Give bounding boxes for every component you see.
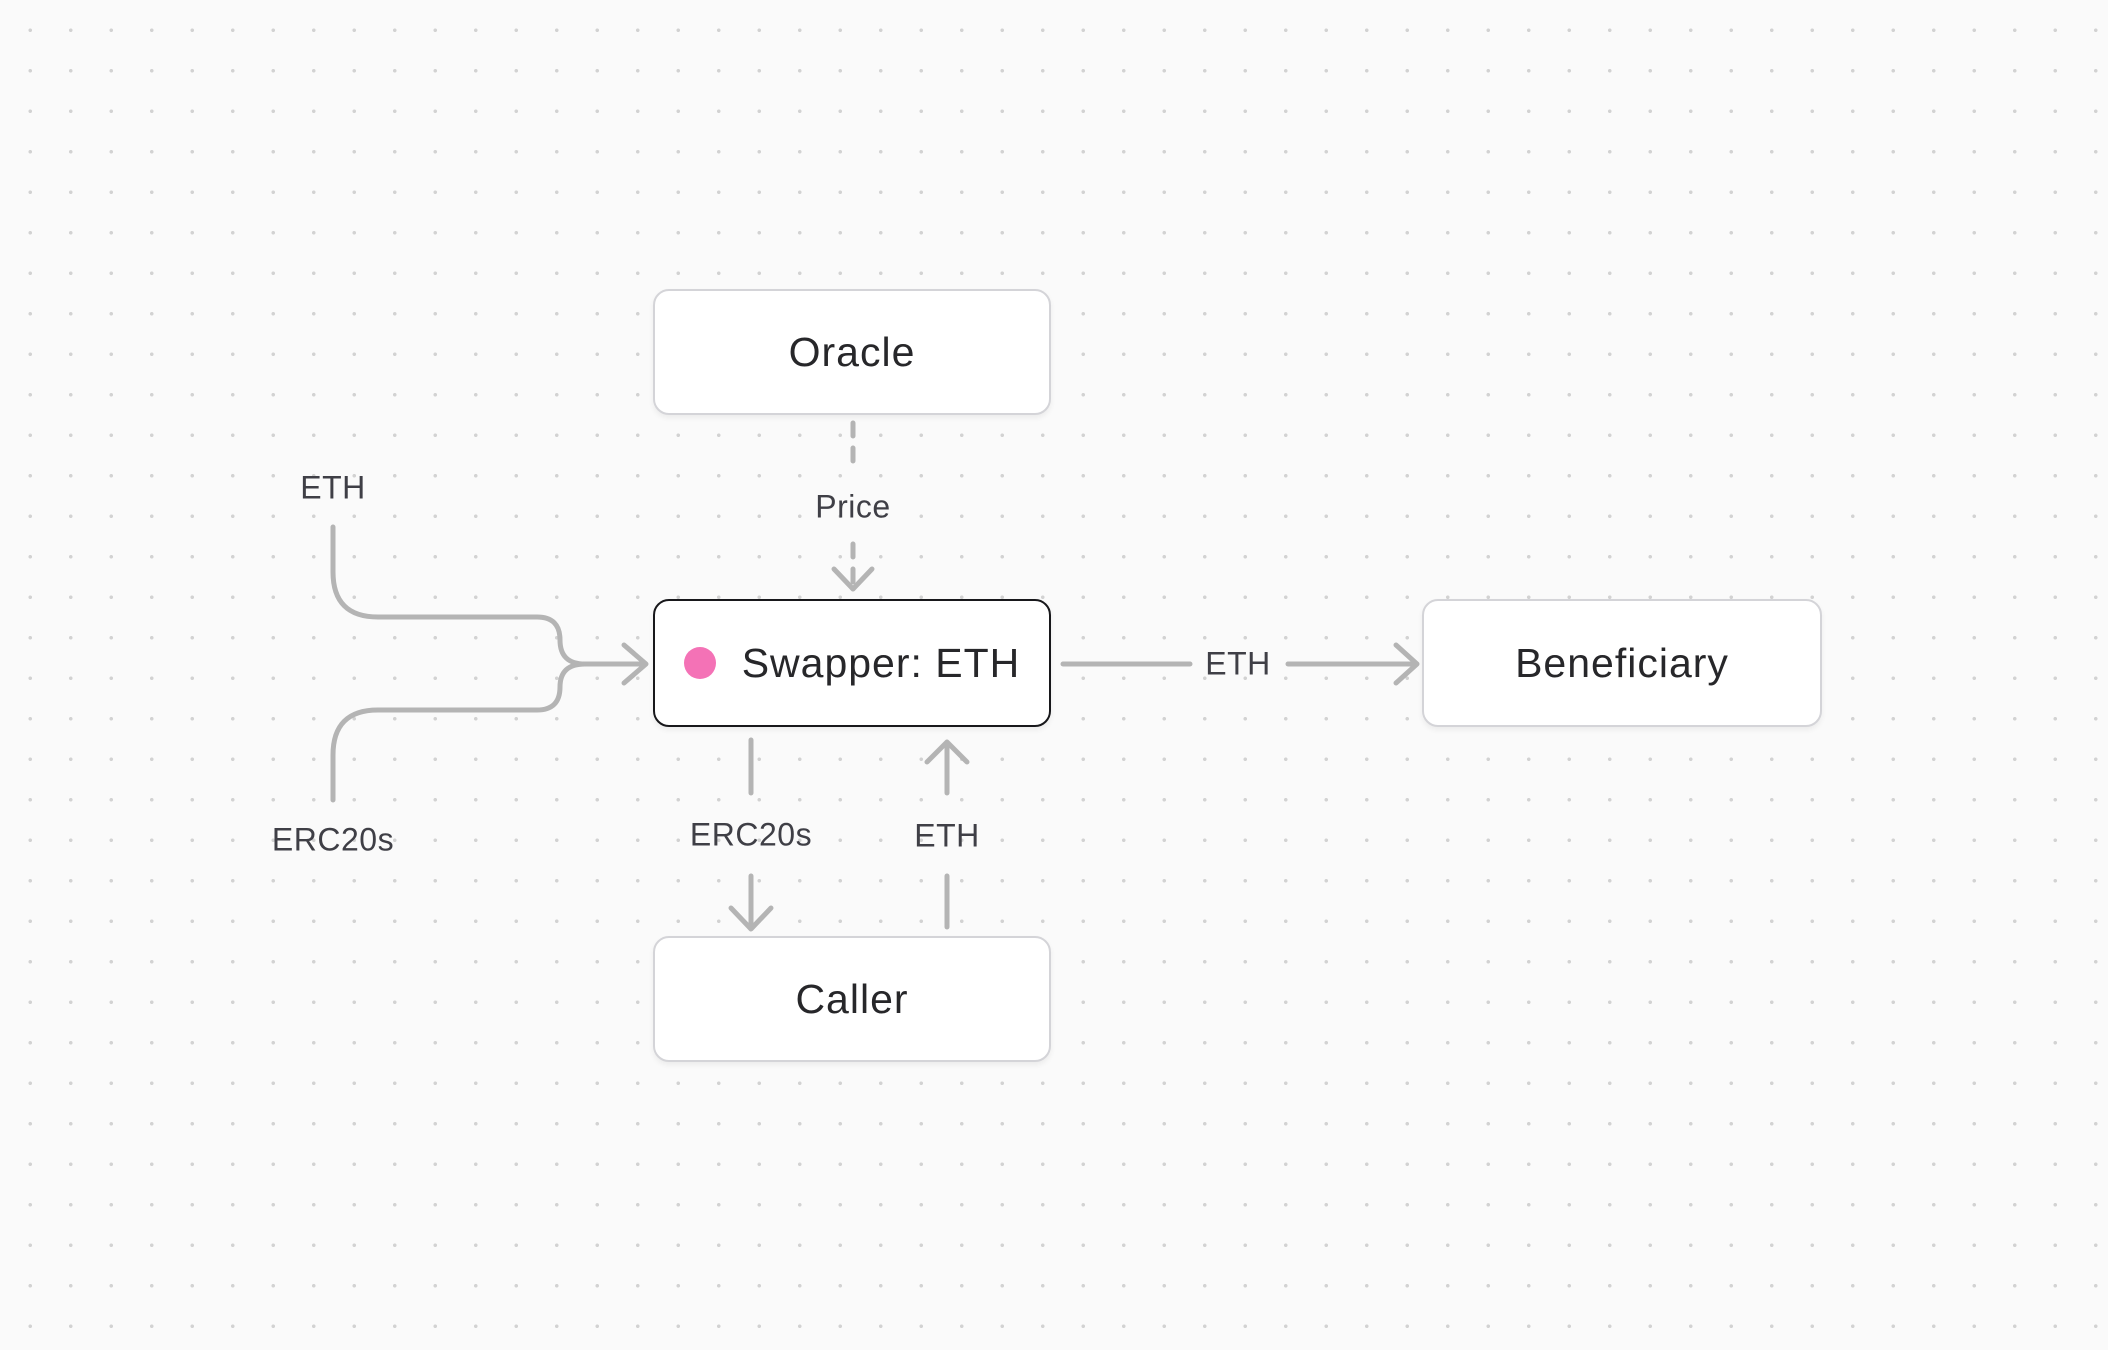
oracle-node[interactable]: Oracle <box>653 289 1051 415</box>
swapper-node-label: Swapper: ETH <box>741 639 1021 686</box>
edge-label-price: Price <box>815 488 891 525</box>
edge-label-swapper-to-beneficiary: ETH <box>1205 645 1271 682</box>
arrowhead-price-icon <box>831 566 875 592</box>
swapper-node[interactable]: Swapper: ETH <box>653 599 1051 727</box>
arrowhead-beneficiary-icon <box>1393 642 1420 686</box>
oracle-node-label: Oracle <box>788 328 916 375</box>
arrowhead-swapper-icon <box>924 739 970 765</box>
beneficiary-node[interactable]: Beneficiary <box>1422 599 1822 727</box>
status-dot-icon <box>683 647 716 679</box>
caller-node[interactable]: Caller <box>653 936 1051 1062</box>
caller-node-label: Caller <box>795 975 909 1022</box>
edge-input-erc20s <box>330 661 588 803</box>
edge-label-input-erc20s: ERC20s <box>271 821 395 858</box>
edge-input-eth <box>330 524 647 667</box>
beneficiary-node-label: Beneficiary <box>1515 639 1729 686</box>
edge-label-input-eth: ETH <box>300 469 366 506</box>
edge-label-swapper-to-caller: ERC20s <box>689 816 813 853</box>
arrowhead-caller-icon <box>728 905 774 932</box>
edge-label-caller-to-swapper: ETH <box>914 817 980 854</box>
arrowhead-input-icon <box>621 642 649 686</box>
